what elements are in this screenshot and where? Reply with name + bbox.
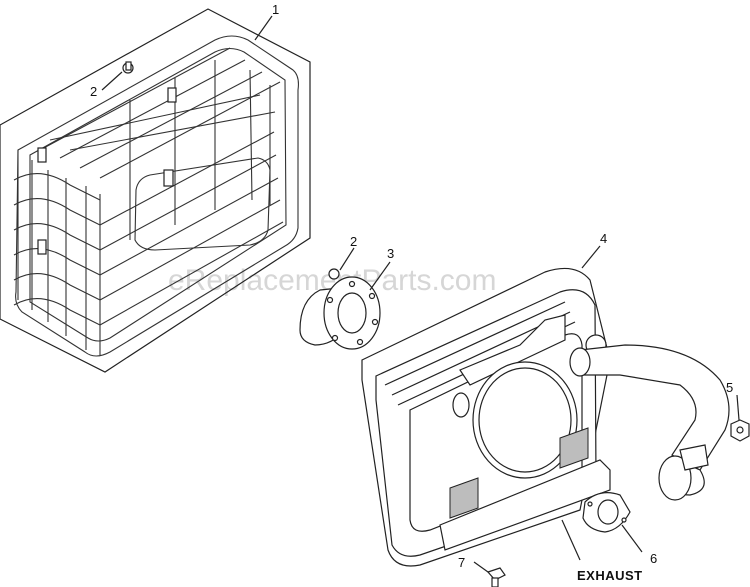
exhaust-pipe: [569, 344, 730, 501]
screw: [486, 567, 506, 587]
callout-7: 7: [458, 555, 465, 570]
callout-4: 4: [600, 231, 607, 246]
exhaust-label: EXHAUST: [577, 568, 643, 583]
wire-guard-basket: [0, 8, 311, 373]
callout-1: 1: [272, 2, 279, 17]
muffler: [361, 267, 611, 567]
nut: [730, 419, 750, 442]
bolt-upper: [122, 61, 134, 74]
callout-6: 6: [650, 551, 657, 566]
exhaust-flange: [299, 276, 381, 350]
callout-2b: 2: [350, 234, 357, 249]
callout-5: 5: [726, 380, 733, 395]
exhaust-gasket: [582, 492, 631, 533]
callout-3: 3: [387, 246, 394, 261]
bolt-flange: [328, 268, 340, 280]
callout-2a: 2: [90, 84, 97, 99]
